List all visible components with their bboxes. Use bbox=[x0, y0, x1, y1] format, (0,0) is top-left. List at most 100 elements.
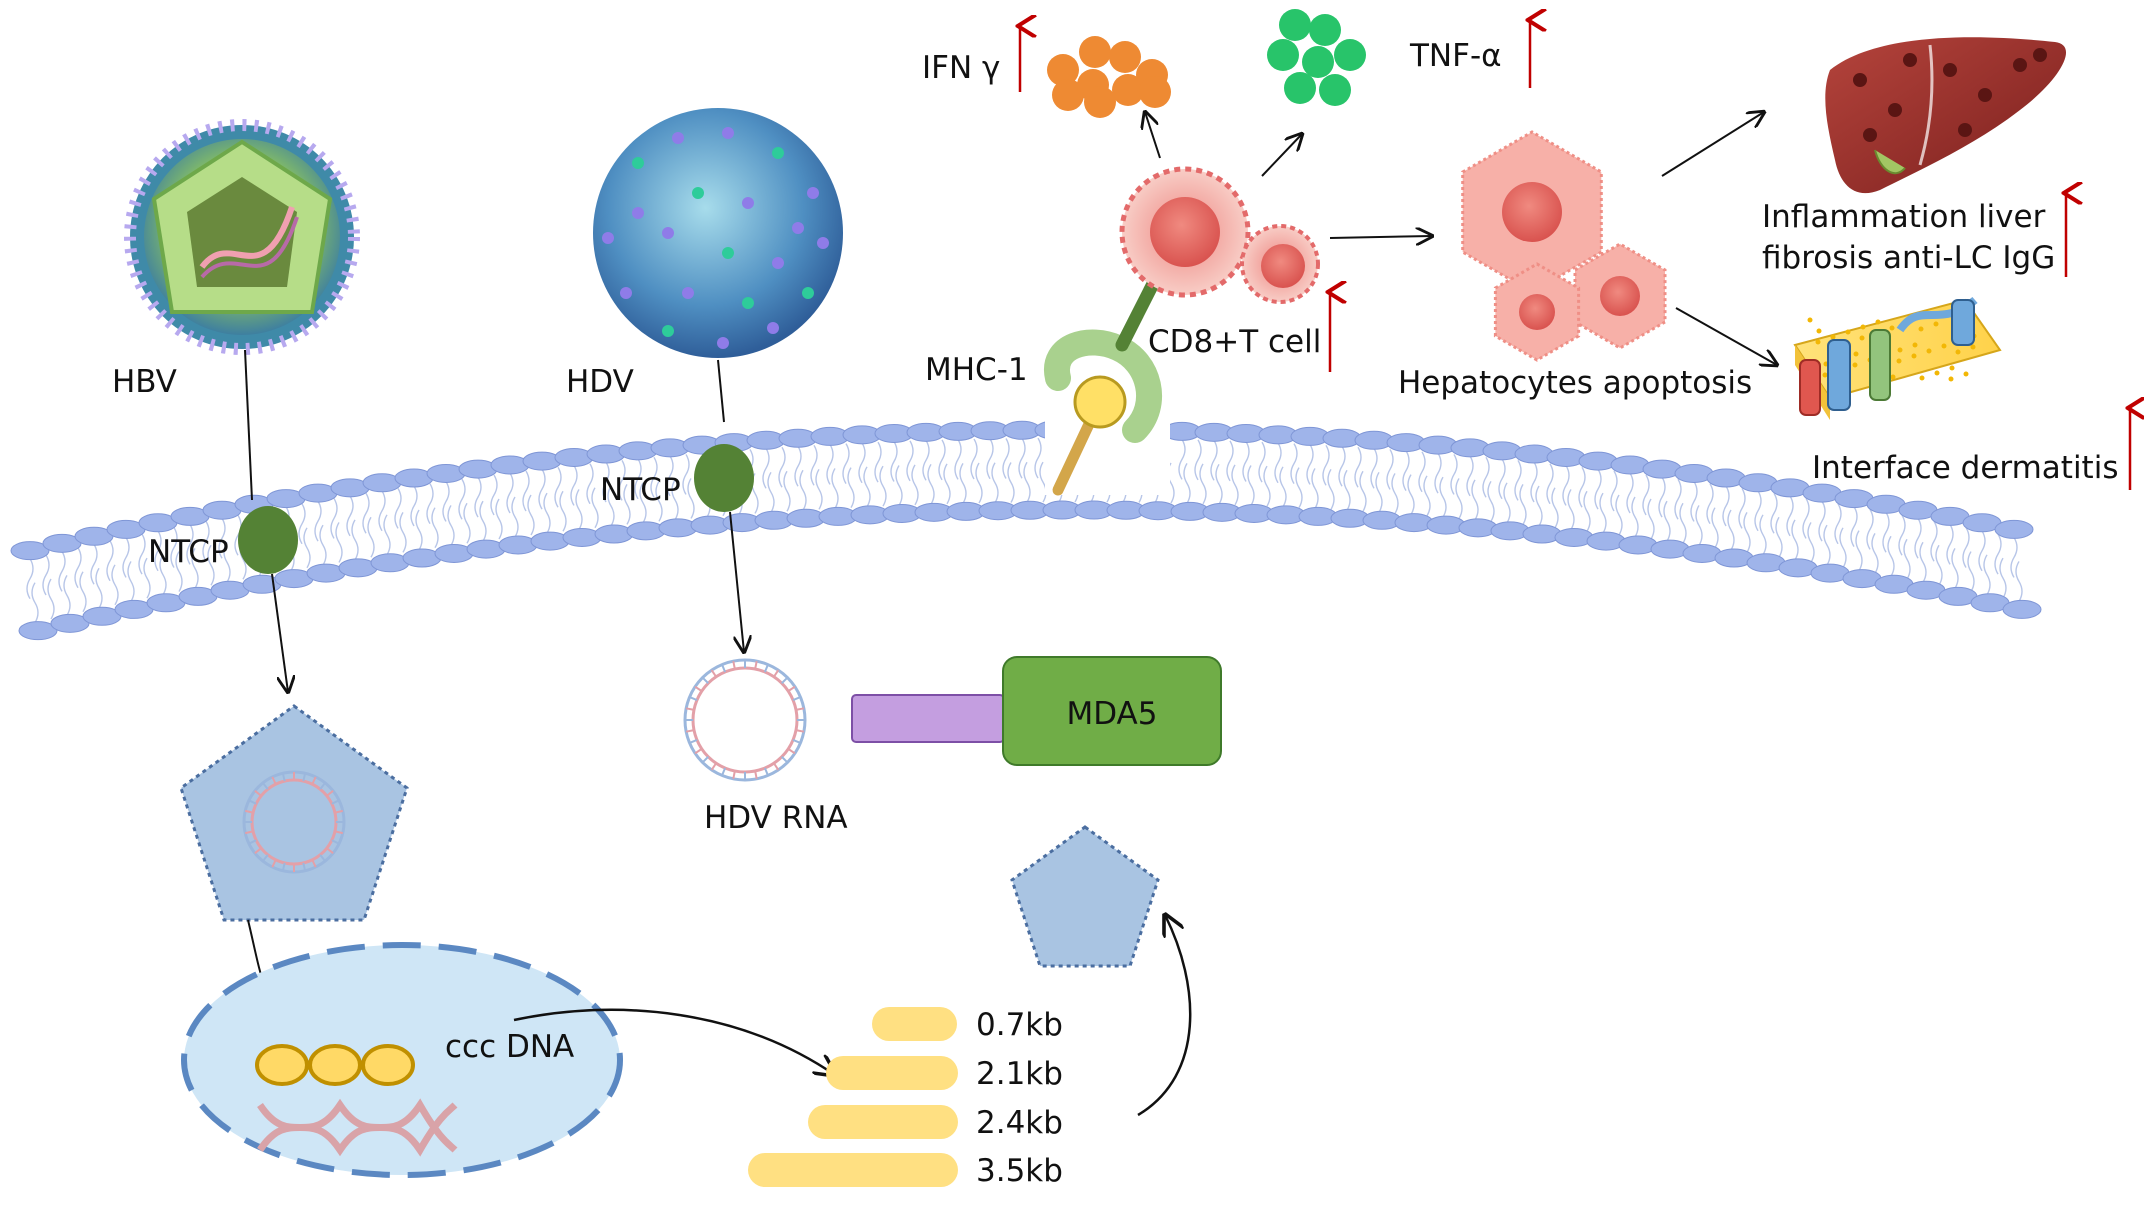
hdv-surface-protein bbox=[672, 132, 684, 144]
tnf-release-arrow bbox=[1261, 134, 1302, 177]
lipid-tail bbox=[1210, 439, 1223, 505]
hdv-entry-line bbox=[717, 359, 725, 423]
hepatocytes bbox=[1461, 130, 1667, 362]
lipid-tail bbox=[1882, 511, 1895, 577]
hdv-surface-protein bbox=[717, 337, 729, 349]
lipid-head bbox=[1482, 441, 1522, 461]
lipid-tail bbox=[1722, 485, 1735, 551]
hdv-surface-protein bbox=[662, 325, 674, 337]
lipid-tail bbox=[618, 460, 631, 525]
lipid-head bbox=[1994, 519, 2034, 539]
lipid-head bbox=[1490, 521, 1530, 541]
lipid-tail bbox=[1786, 495, 1799, 561]
transcript-bar bbox=[808, 1105, 958, 1139]
lipid-tail bbox=[1946, 524, 1959, 589]
hdv-surface-protein bbox=[792, 222, 804, 234]
lipid-tail bbox=[1354, 446, 1367, 512]
lipid-tail bbox=[90, 543, 103, 609]
t-cell-to-hepatocyte-arrow bbox=[1329, 236, 1432, 238]
lipid-tail bbox=[1610, 470, 1623, 536]
ifn-gamma-particle bbox=[1139, 76, 1171, 108]
lipid-tail bbox=[1498, 458, 1511, 524]
lipid-tail bbox=[666, 455, 679, 521]
cccdna-circles bbox=[255, 1044, 415, 1086]
lipid-tail bbox=[1338, 445, 1351, 511]
lipid-tail bbox=[538, 468, 551, 534]
lipid-tail bbox=[106, 540, 119, 606]
interface-label: Interface dermatitis bbox=[1812, 450, 2118, 486]
lipid-tail bbox=[330, 498, 343, 563]
lipid-tail bbox=[1978, 530, 1991, 596]
lipid-tail bbox=[1194, 439, 1207, 505]
lipid-head bbox=[1514, 444, 1554, 464]
inflammation-label-line2: fibrosis anti-LC IgG bbox=[1762, 240, 2055, 276]
lipid-tail bbox=[74, 547, 87, 613]
hdv-surface-protein bbox=[692, 187, 704, 199]
hdv-surface-protein bbox=[817, 237, 829, 249]
hepatocytes-label: Hepatocytes apoptosis bbox=[1398, 365, 1752, 401]
hdv-surface-protein bbox=[807, 187, 819, 199]
lipid-tail bbox=[986, 438, 999, 504]
lipid-tail bbox=[1482, 456, 1495, 522]
ifn-gamma-particle bbox=[1112, 74, 1144, 106]
lipid-tail bbox=[474, 476, 487, 542]
tnf-alpha-particle bbox=[1267, 39, 1299, 71]
ifn-gamma-particle bbox=[1109, 41, 1141, 73]
lipid-tail bbox=[122, 537, 135, 602]
transcript-bar bbox=[826, 1056, 958, 1090]
transcription-arrow bbox=[513, 1008, 835, 1075]
lipid-tail bbox=[1834, 503, 1847, 569]
to-interface-arrow bbox=[1675, 307, 1777, 365]
ntcp-receptor-hdv bbox=[694, 444, 754, 512]
lipid-tail bbox=[906, 440, 919, 506]
lipid-tail bbox=[1402, 450, 1415, 515]
lipid-tail bbox=[1242, 441, 1255, 506]
ifn-gamma-particle bbox=[1052, 79, 1084, 111]
lipid-tail bbox=[186, 524, 199, 589]
lipid-head bbox=[626, 521, 666, 541]
lipid-head bbox=[618, 441, 658, 461]
lipid-tail bbox=[1738, 488, 1751, 553]
hdv-rna-label: HDV RNA bbox=[704, 800, 848, 836]
hbv-virus bbox=[124, 119, 360, 355]
lipid-tail bbox=[778, 446, 791, 512]
tnf-alpha-particle bbox=[1279, 9, 1311, 41]
lipid-tail bbox=[938, 439, 951, 505]
hdv-surface-protein bbox=[767, 322, 779, 334]
lipid-tail bbox=[1178, 439, 1191, 504]
lipid-tail bbox=[890, 441, 903, 506]
hdv-surface-protein bbox=[742, 197, 754, 209]
lipid-tail bbox=[570, 465, 583, 530]
ntcp-hdv-label: NTCP bbox=[600, 472, 681, 508]
lipid-tail bbox=[1914, 517, 1927, 583]
lipid-tail bbox=[1578, 466, 1591, 532]
lipid-tail bbox=[1514, 460, 1527, 525]
lipid-tail bbox=[1546, 463, 1559, 529]
lipid-tail bbox=[378, 490, 391, 556]
ntcp-hbv-label: NTCP bbox=[148, 534, 229, 570]
lipid-tail bbox=[1850, 506, 1863, 571]
interface-dermatitis-tissue bbox=[1793, 296, 2002, 420]
lipid-tail bbox=[1866, 509, 1879, 574]
lipid-head bbox=[10, 541, 50, 561]
ifn-label: IFN γ bbox=[922, 50, 1000, 86]
hbv-capsid-pentagon bbox=[179, 704, 409, 922]
cd8-label: CD8+T cell bbox=[1148, 324, 1321, 360]
hdv-surface-protein bbox=[772, 147, 784, 159]
lipid-tail bbox=[26, 558, 39, 624]
mhc-label: MHC-1 bbox=[925, 352, 1028, 388]
lipid-tail bbox=[1418, 451, 1431, 517]
transcript-label: 2.1kb bbox=[976, 1056, 1063, 1092]
lipid-tail bbox=[202, 520, 215, 586]
hdv-surface-protein bbox=[722, 127, 734, 139]
hepatocyte-nucleus bbox=[1519, 294, 1555, 330]
lipid-tail bbox=[1450, 454, 1463, 519]
lipid-head bbox=[586, 444, 626, 464]
lipid-tail bbox=[1594, 468, 1607, 534]
lipid-tail bbox=[362, 492, 375, 558]
lipid-tail bbox=[394, 488, 407, 553]
hepatocyte-nucleus bbox=[1502, 182, 1562, 242]
lipid-tail bbox=[682, 454, 695, 519]
mda5-label: MDA5 bbox=[1066, 696, 1157, 732]
